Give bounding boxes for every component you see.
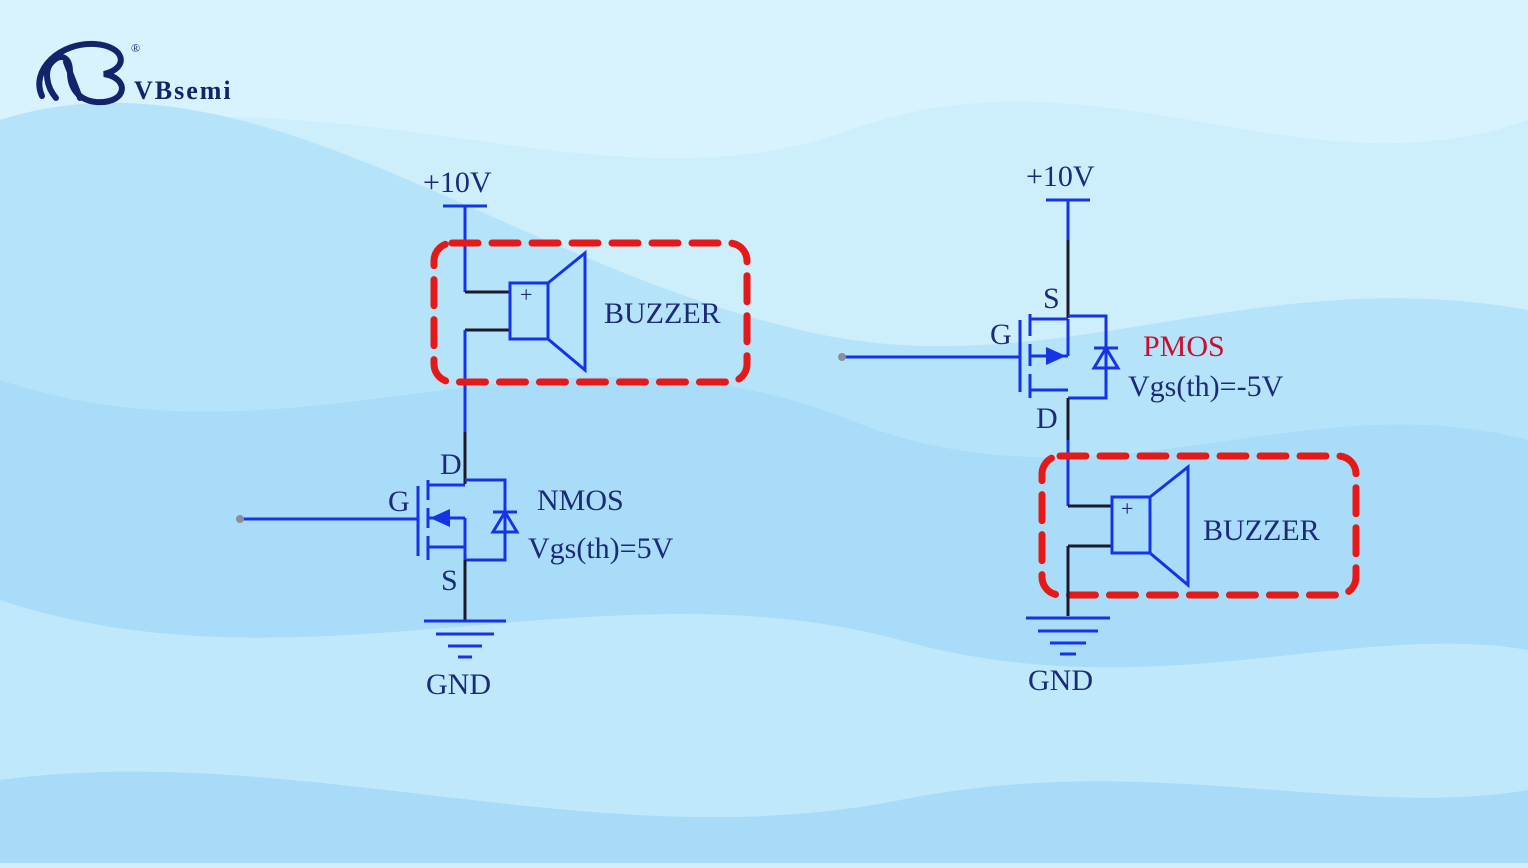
right-pin-s: S	[1043, 282, 1060, 315]
right-threshold: Vgs(th)=-5V	[1128, 370, 1284, 403]
left-buzzer-plus: +	[520, 282, 532, 307]
vbsemi-logo: ® VBsemi	[36, 40, 233, 106]
left-buzzer-label: BUZZER	[604, 297, 721, 330]
left-transistor-type: NMOS	[537, 484, 624, 517]
right-ground-icon	[1026, 616, 1110, 656]
right-transistor-type: PMOS	[1143, 330, 1225, 363]
left-ground-label: GND	[426, 668, 491, 701]
left-pin-d: D	[440, 448, 462, 481]
nmos-circuit: +10V + BUZZER	[236, 166, 751, 701]
left-gate-terminal	[236, 515, 244, 523]
left-supply-label: +10V	[423, 166, 492, 199]
left-buzzer-icon: +	[508, 249, 587, 374]
left-ground-icon	[424, 619, 506, 659]
right-buzzer-plus: +	[1121, 496, 1133, 521]
right-gate-terminal	[838, 353, 846, 361]
pmos-circuit: +10V S G D PMOS Vgs(th)=-5V	[838, 160, 1360, 697]
left-pin-s: S	[441, 564, 458, 597]
brand-name: VBsemi	[134, 76, 233, 105]
right-buzzer-label: BUZZER	[1203, 514, 1320, 547]
left-threshold: Vgs(th)=5V	[528, 532, 674, 565]
right-supply-label: +10V	[1026, 160, 1095, 193]
right-ground-label: GND	[1028, 664, 1093, 697]
registered-mark: ®	[131, 41, 140, 55]
right-buzzer-highlight	[1038, 452, 1360, 599]
right-pin-g: G	[990, 318, 1012, 351]
nmos-transistor-icon	[416, 478, 520, 562]
right-pin-d: D	[1036, 402, 1058, 435]
left-buzzer-highlight	[430, 239, 751, 386]
right-buzzer-icon: +	[1110, 463, 1190, 589]
left-pin-g: G	[388, 485, 410, 518]
